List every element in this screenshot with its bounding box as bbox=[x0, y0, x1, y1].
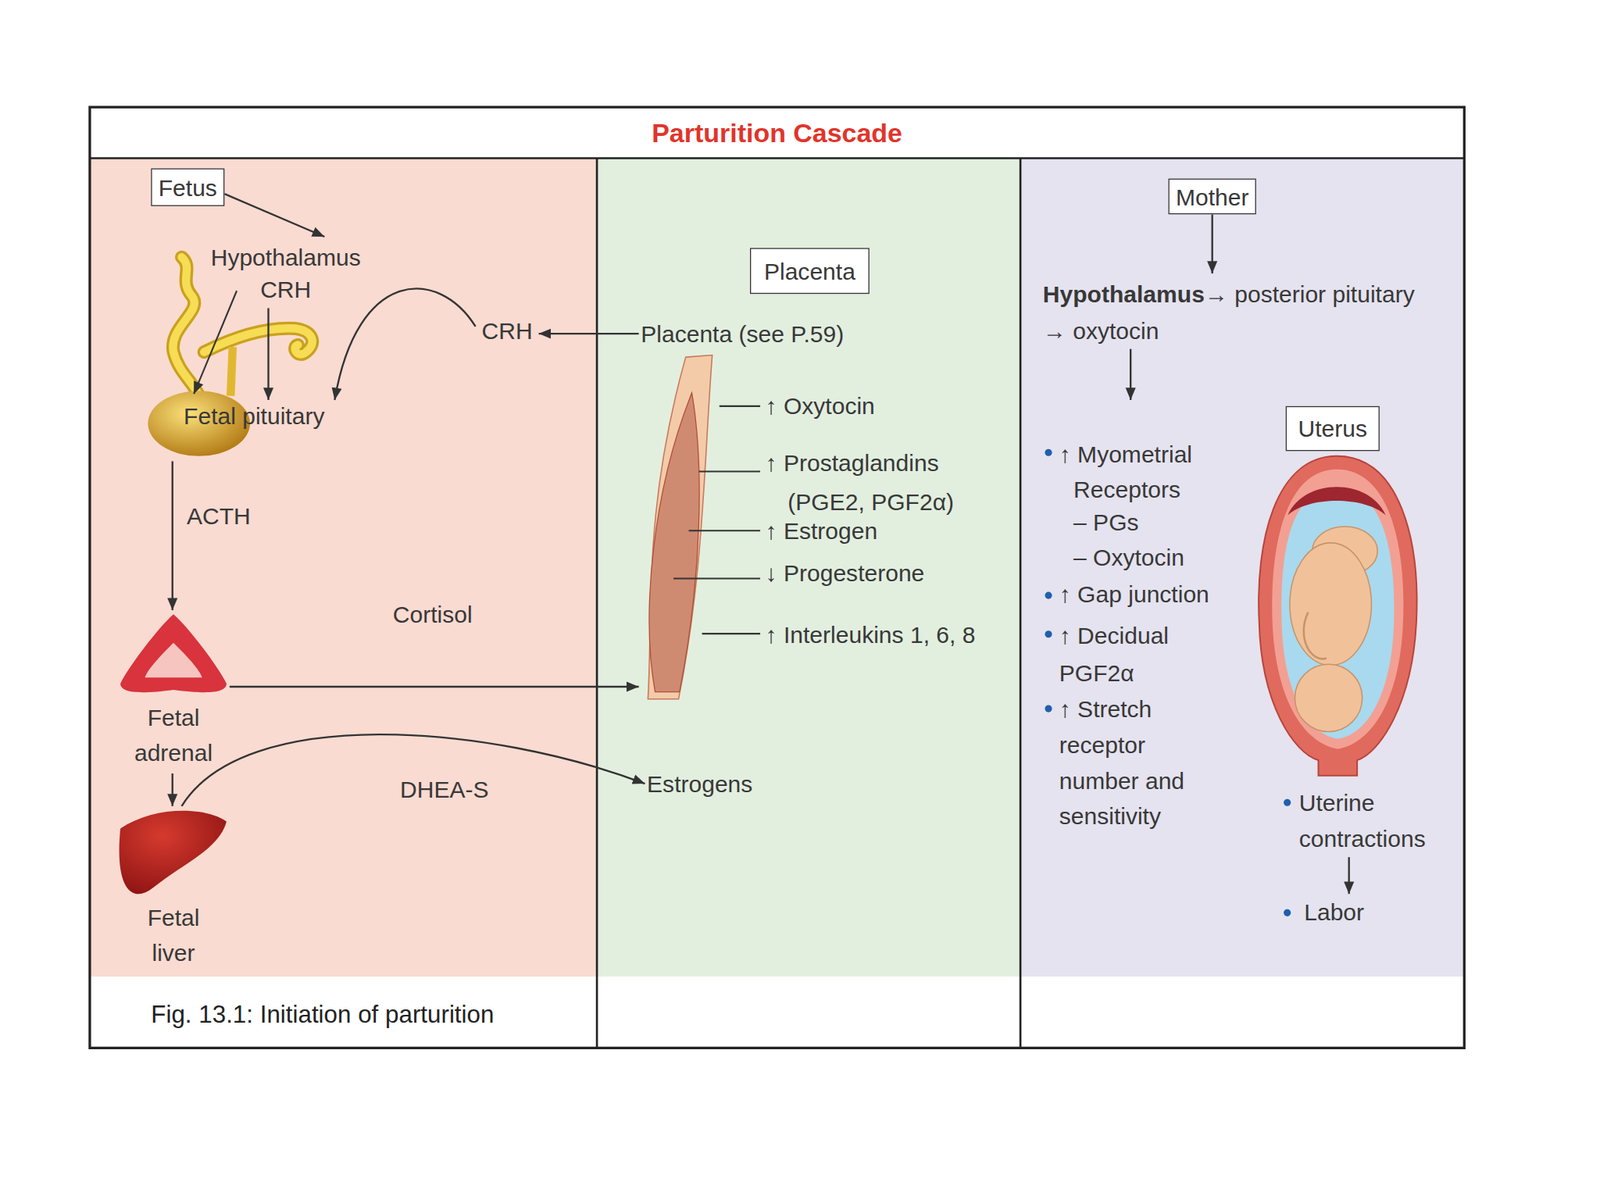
flow-arrow bbox=[181, 734, 645, 807]
node-text: ↑ Decidual PGF2α bbox=[1059, 617, 1213, 693]
placenta-muscle bbox=[649, 392, 700, 693]
hypothalamus-outline bbox=[172, 257, 199, 397]
diagram-title: Parturition Cascade bbox=[89, 107, 1465, 158]
flow-arrow bbox=[1348, 857, 1350, 894]
figure-caption: Fig. 13.1: Initiation of parturition bbox=[150, 1000, 494, 1029]
hormone-label: CRH bbox=[475, 314, 540, 347]
uterus-wall bbox=[1258, 456, 1417, 776]
node-text: Placenta (see P.59) bbox=[640, 319, 875, 349]
frame-fill bbox=[89, 107, 1465, 1048]
node-text: Fetus bbox=[152, 169, 224, 206]
placenta-strip bbox=[647, 355, 761, 700]
flow-arrow bbox=[1210, 214, 1213, 274]
adrenal-inner bbox=[144, 642, 202, 678]
node-text: Uterus bbox=[1286, 407, 1379, 450]
flow-arrow bbox=[267, 307, 269, 400]
uterus-lining bbox=[1271, 469, 1404, 750]
adrenal-gland bbox=[120, 614, 227, 693]
fetus-body bbox=[1289, 542, 1372, 666]
node-text: ↑ Oxytocin bbox=[765, 392, 1011, 422]
organ-label: Fetal liver bbox=[114, 806, 232, 972]
effects-list: ↑ Myometrial Receptors– PGs – Oxytocin ↑ G… bbox=[1039, 400, 1254, 840]
node-text: ↑ Interleukins 1, 6, 8 bbox=[765, 620, 1011, 650]
entity-box: Uterus bbox=[1285, 406, 1380, 451]
organ-label: Hypothalamus CRH bbox=[193, 236, 378, 308]
column-divider bbox=[1019, 157, 1022, 1048]
bullet-dot bbox=[1044, 705, 1052, 713]
flow-arrow bbox=[229, 685, 640, 688]
entity-box: Mother bbox=[1168, 178, 1257, 215]
bold-heading: Hypothalamus bbox=[1042, 280, 1205, 308]
uterine-placenta bbox=[1287, 486, 1386, 515]
node-text: Fetal pituitary bbox=[183, 402, 347, 432]
outcome-item: Labor bbox=[1275, 893, 1389, 931]
node-text: ↑ Myometrial Receptors bbox=[1059, 436, 1233, 508]
leader-line bbox=[702, 632, 761, 635]
node-text: Fetal liver bbox=[132, 900, 215, 972]
placenta-tissue bbox=[647, 355, 712, 700]
bullet-dot bbox=[1283, 799, 1291, 807]
edge-label: Cortisol bbox=[392, 600, 473, 629]
mother-column bbox=[1020, 157, 1464, 977]
fetus-arm bbox=[1303, 612, 1327, 660]
bullet-dot bbox=[1044, 592, 1052, 600]
edge-label: ACTH bbox=[186, 502, 251, 532]
liver-illustration bbox=[119, 810, 227, 895]
fetus-column bbox=[90, 157, 597, 977]
entity-box: Placenta bbox=[750, 247, 870, 294]
bullet-dot bbox=[1044, 630, 1052, 638]
organ-label: Fetal adrenal bbox=[117, 610, 230, 774]
bullet-dot bbox=[1283, 909, 1291, 917]
flow-arrow bbox=[171, 460, 174, 611]
fetus-head bbox=[1294, 664, 1362, 732]
node-text: Hypothalamus CRH bbox=[193, 240, 378, 307]
node-text: Uterine contractions bbox=[1299, 785, 1447, 858]
flow-arrow bbox=[334, 288, 475, 400]
pathway-text: Hypothalamus→ posterior pituitary → oxyt… bbox=[1040, 273, 1429, 350]
flow-arrow bbox=[1129, 349, 1132, 400]
node-text: ↑ Stretch receptor number and sensitivit… bbox=[1059, 692, 1203, 836]
node-text: ↓ Progesterone bbox=[765, 559, 1011, 589]
node-text: CRH bbox=[475, 314, 540, 347]
node-text: Estrogens bbox=[646, 769, 772, 799]
leader-arrow bbox=[193, 290, 237, 394]
node-text: – PGs bbox=[1073, 507, 1227, 537]
node-text: Placenta bbox=[750, 249, 868, 293]
node-text: Labor bbox=[1303, 897, 1386, 927]
adrenal-illustration bbox=[120, 614, 227, 693]
leader-line bbox=[673, 578, 761, 580]
node-text: Mother bbox=[1169, 179, 1256, 214]
hormone-label: Estrogens bbox=[644, 767, 772, 800]
node-text: ↑ Prostaglandins (PGE2, PGF2α) bbox=[765, 443, 1003, 522]
bullet-dot bbox=[1044, 449, 1052, 457]
flow-arrow bbox=[224, 193, 325, 237]
node-text: Fetal adrenal bbox=[127, 700, 220, 772]
column-divider bbox=[596, 157, 599, 1048]
node-text: ↑ Gap junction bbox=[1059, 579, 1243, 609]
flow-arrow bbox=[539, 332, 640, 335]
placenta-column bbox=[596, 157, 1021, 977]
leader-line bbox=[689, 529, 761, 532]
uterus-illustration bbox=[1258, 456, 1417, 776]
hypothalamus-tube bbox=[172, 257, 199, 397]
placenta-effects: ↑ Oxytocin ↑ Prostaglandins (PGE2, PGF2α)… bbox=[639, 353, 1017, 704]
leader-line bbox=[719, 405, 761, 408]
amniotic-fluid bbox=[1281, 487, 1394, 739]
leader-line bbox=[699, 470, 761, 472]
edge-label: DHEA-S bbox=[400, 775, 490, 805]
organ-label: Fetal pituitary bbox=[142, 400, 347, 461]
entity-box: Fetus bbox=[150, 168, 225, 207]
text-line: Hypothalamus→ posterior pituitary → oxyt… bbox=[1042, 275, 1421, 350]
source-label: Placenta (see P.59) bbox=[639, 316, 876, 351]
outcome-item: Uterine contractions bbox=[1275, 783, 1455, 858]
flow-arrow bbox=[171, 773, 174, 807]
pituitary-stalk bbox=[230, 346, 233, 397]
title-rule bbox=[89, 157, 1465, 160]
node-text: ↑ Estrogen bbox=[765, 516, 1011, 546]
frame-border bbox=[89, 107, 1465, 1048]
node-text: – Oxytocin bbox=[1073, 542, 1227, 572]
